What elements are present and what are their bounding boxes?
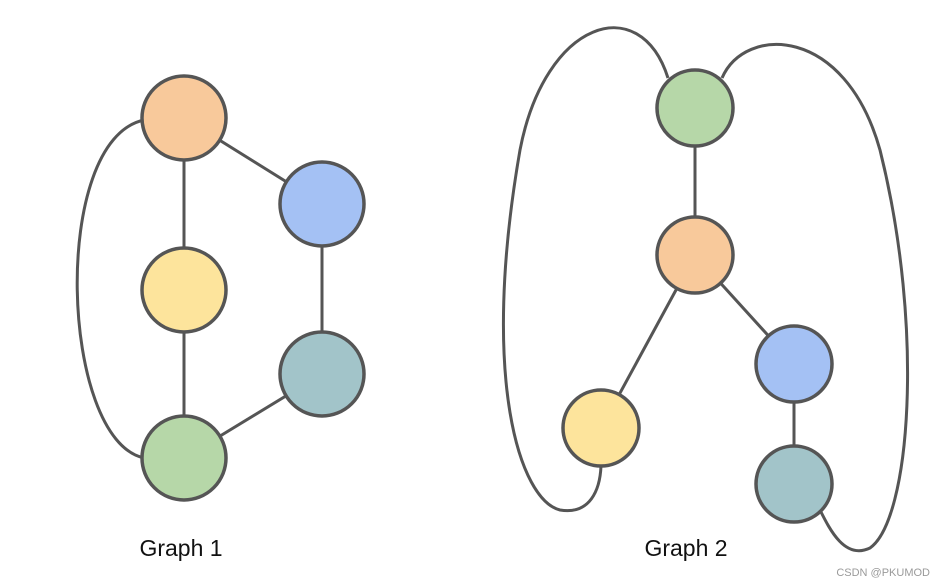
graph2-node-blue (754, 324, 834, 404)
graph2-node-yellow (561, 388, 641, 468)
graph2-edge-green-teal (720, 43, 910, 553)
graph1-node-blue (278, 160, 366, 248)
graph2-caption: Graph 2 (644, 535, 727, 561)
graph2-edge-green-yellow (501, 26, 670, 513)
graph2-node-orange (655, 215, 735, 295)
watermark: CSDN @PKUMOD (836, 567, 930, 579)
graph1-node-orange (140, 74, 228, 162)
graph2-node-teal (754, 444, 834, 524)
graph2-node-green (655, 68, 735, 148)
graph2-nodes (561, 68, 834, 524)
graph1-edge-orange-green (75, 118, 145, 460)
graph1-node-teal (278, 330, 366, 418)
graph1-nodes (140, 74, 366, 502)
graph1-node-green (140, 414, 228, 502)
graph1-caption: Graph 1 (139, 535, 222, 561)
graph1-node-yellow (140, 246, 228, 334)
